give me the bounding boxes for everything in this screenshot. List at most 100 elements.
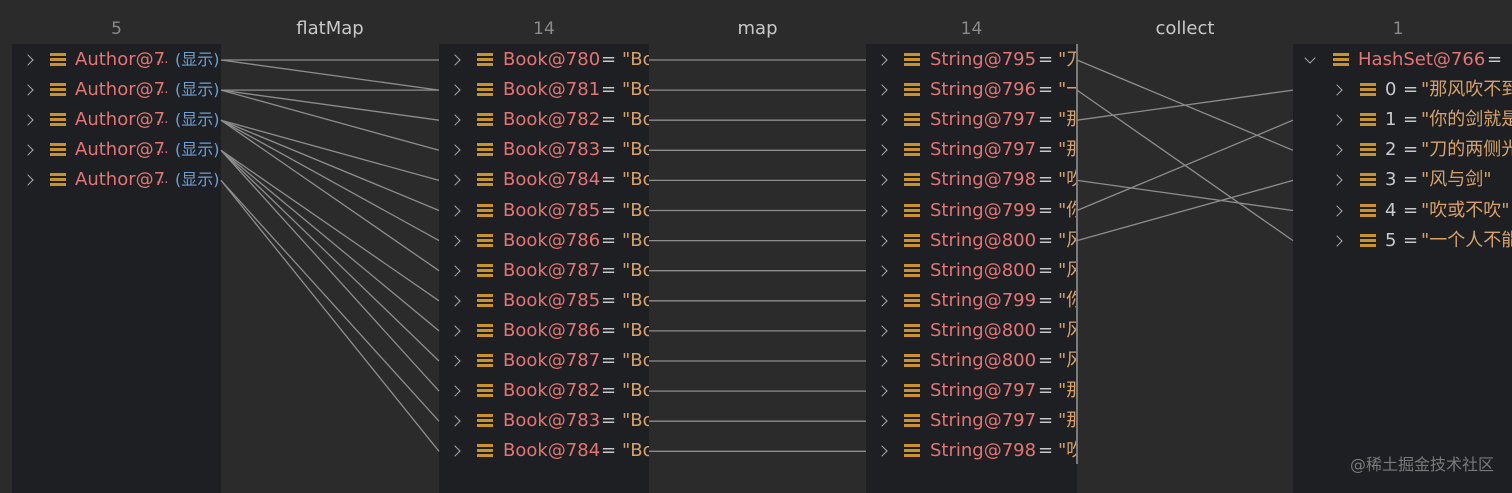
show-link[interactable]: (显示): [175, 80, 220, 100]
expand-chevron-icon[interactable]: [449, 316, 461, 346]
expand-chevron-icon[interactable]: [1331, 75, 1343, 105]
expand-chevron-icon[interactable]: [449, 75, 461, 105]
book-row[interactable]: Book@786="Bo: [439, 226, 649, 256]
string-row[interactable]: String@800="风: [866, 256, 1077, 286]
author-row[interactable]: Author@7...(显示): [12, 45, 221, 75]
expand-chevron-icon[interactable]: [876, 196, 888, 226]
string-row[interactable]: String@796="一: [866, 75, 1077, 105]
item-index: 3: [1385, 169, 1397, 191]
expand-chevron-icon[interactable]: [449, 226, 461, 256]
expand-chevron-icon[interactable]: [1331, 105, 1343, 135]
book-row[interactable]: Book@782="Bo: [439, 105, 649, 135]
string-row[interactable]: String@797="那: [866, 406, 1077, 436]
hashset-item-row[interactable]: 1="你的剑就是: [1293, 105, 1512, 135]
expand-chevron-icon[interactable]: [876, 135, 888, 165]
show-link[interactable]: (显示): [175, 170, 220, 190]
field-icon: [477, 83, 493, 97]
string-row[interactable]: String@800="风: [866, 316, 1077, 346]
expand-chevron-icon[interactable]: [449, 135, 461, 165]
expand-chevron-icon[interactable]: [449, 376, 461, 406]
expand-chevron-icon[interactable]: [22, 165, 34, 195]
string-row[interactable]: String@798="吹: [866, 436, 1077, 466]
expand-chevron-icon[interactable]: [876, 406, 888, 436]
expand-chevron-icon[interactable]: [22, 135, 34, 165]
show-link[interactable]: (显示): [175, 50, 220, 69]
expand-chevron-icon[interactable]: [449, 105, 461, 135]
expand-chevron-icon[interactable]: [876, 436, 888, 466]
book-row[interactable]: Book@785="Bo: [439, 286, 649, 316]
expand-chevron-icon[interactable]: [22, 75, 34, 105]
expand-chevron-icon[interactable]: [449, 196, 461, 226]
string-row[interactable]: String@798="吹: [866, 165, 1077, 195]
string-row[interactable]: String@797="那: [866, 135, 1077, 165]
connection-line: [220, 119, 440, 212]
book-row[interactable]: Book@783="Bo: [439, 406, 649, 436]
book-row[interactable]: Book@784="Bo: [439, 436, 649, 466]
string-row[interactable]: String@795="刀: [866, 45, 1077, 75]
expand-chevron-icon[interactable]: [876, 256, 888, 286]
expand-chevron-icon[interactable]: [876, 346, 888, 376]
book-row[interactable]: Book@787="Bo: [439, 256, 649, 286]
string-row[interactable]: String@797="那: [866, 376, 1077, 406]
expand-chevron-icon[interactable]: [449, 406, 461, 436]
string-row[interactable]: String@797="那: [866, 105, 1077, 135]
book-row[interactable]: Book@784="Bo: [439, 165, 649, 195]
string-name: String@800: [930, 350, 1037, 371]
expand-chevron-icon[interactable]: [449, 346, 461, 376]
hashset-item-row[interactable]: 2="刀的两侧光: [1293, 135, 1512, 165]
book-row[interactable]: Book@785="Bo: [439, 196, 649, 226]
expand-chevron-icon[interactable]: [449, 286, 461, 316]
hashset-item-row[interactable]: 0="那风吹不到: [1293, 75, 1512, 105]
author-row[interactable]: Author@7...(显示): [12, 75, 221, 105]
string-row[interactable]: String@800="风: [866, 346, 1077, 376]
expand-chevron-icon[interactable]: [876, 45, 888, 75]
expand-chevron-icon[interactable]: [449, 165, 461, 195]
author-row[interactable]: Author@7...(显示): [12, 105, 221, 135]
hashset-item-row[interactable]: 4="吹或不吹": [1293, 196, 1512, 226]
book-row[interactable]: Book@787="Bo: [439, 346, 649, 376]
hashset-item-row[interactable]: 3="风与剑": [1293, 165, 1512, 195]
field-icon: [904, 414, 920, 428]
author-row[interactable]: Author@7...(显示): [12, 165, 221, 195]
expand-chevron-icon[interactable]: [22, 45, 34, 75]
book-row[interactable]: Book@782="Bo: [439, 376, 649, 406]
hashset-name: HashSet@766: [1358, 49, 1486, 70]
hashset-row[interactable]: HashSet@766=: [1293, 45, 1512, 75]
book-row[interactable]: Book@780="Bo: [439, 45, 649, 75]
expand-chevron-icon[interactable]: [449, 45, 461, 75]
equals-sign: =: [601, 259, 617, 281]
author-name: Author@7: [75, 49, 166, 70]
expand-chevron-icon[interactable]: [1331, 196, 1343, 226]
expand-chevron-icon[interactable]: [1331, 165, 1343, 195]
expand-chevron-icon[interactable]: [1331, 135, 1343, 165]
panel-splitter[interactable]: [1076, 44, 1078, 464]
expand-chevron-icon[interactable]: [876, 376, 888, 406]
author-row[interactable]: Author@7...(显示): [12, 135, 221, 165]
expand-chevron-icon[interactable]: [449, 436, 461, 466]
string-value: "风: [1058, 259, 1077, 281]
expand-chevron-icon[interactable]: [876, 165, 888, 195]
book-value: "Bo: [622, 79, 649, 101]
equals-sign: =: [1403, 169, 1419, 191]
book-row[interactable]: Book@783="Bo: [439, 135, 649, 165]
string-value: "风: [1058, 350, 1077, 371]
expand-chevron-icon[interactable]: [876, 75, 888, 105]
show-link[interactable]: (显示): [175, 110, 220, 130]
expand-chevron-icon[interactable]: [876, 316, 888, 346]
string-row[interactable]: String@799="你: [866, 196, 1077, 226]
expand-chevron-icon[interactable]: [22, 105, 34, 135]
string-row[interactable]: String@800="风: [866, 226, 1077, 256]
expand-chevron-icon[interactable]: [876, 105, 888, 135]
book-row[interactable]: Book@781="Bo: [439, 75, 649, 105]
expand-chevron-icon[interactable]: [449, 256, 461, 286]
book-row[interactable]: Book@786="Bo: [439, 316, 649, 346]
expand-chevron-icon[interactable]: [1331, 226, 1343, 256]
string-row[interactable]: String@799="你: [866, 286, 1077, 316]
hashset-item-row[interactable]: 5="一个人不能: [1293, 226, 1512, 256]
expand-chevron-icon[interactable]: [876, 286, 888, 316]
expand-chevron-icon[interactable]: [876, 226, 888, 256]
show-link[interactable]: (显示): [175, 140, 220, 160]
equals-sign: =: [1403, 79, 1419, 101]
collapse-chevron-icon[interactable]: [1303, 45, 1315, 75]
field-icon: [904, 263, 920, 278]
